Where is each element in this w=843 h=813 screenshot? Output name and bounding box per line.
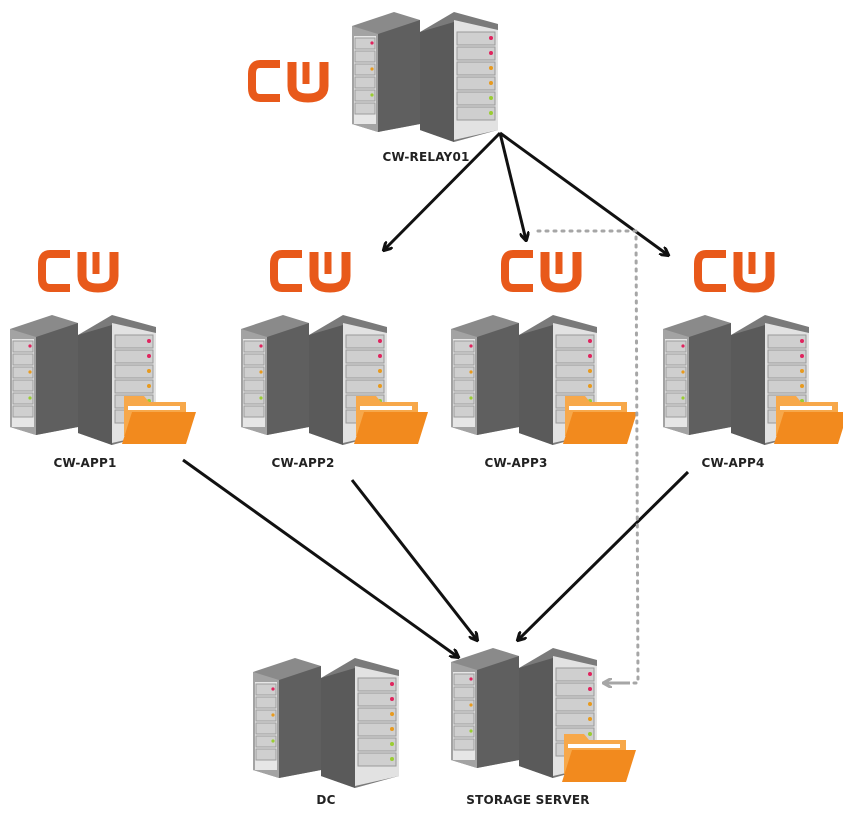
arrow-relay-to-app3: [498, 132, 526, 240]
app4-folder-icon: [774, 396, 843, 444]
arrow-app2-to-storage: [350, 479, 477, 640]
cw-logo-icon: [42, 252, 114, 288]
app3-folder-icon: [563, 396, 637, 444]
app1-folder-icon: [122, 396, 196, 444]
cw-logo-icon: [505, 252, 577, 288]
relay-label: CW-RELAY01: [382, 150, 470, 164]
cw-logo-icon: [274, 252, 346, 288]
dc-label: DC: [316, 793, 336, 807]
app2-label: CW-APP2: [271, 456, 335, 470]
cw-logo-icon: [698, 252, 770, 288]
arrow-relay-to-app4: [499, 131, 668, 255]
cw-logo-icon: [252, 62, 324, 98]
arrow-app4-to-storage: [518, 470, 690, 640]
dotted-replication-path: [536, 229, 640, 685]
app2-folder-icon: [354, 396, 428, 444]
app3-label: CW-APP3: [484, 456, 548, 470]
dc-server-icon: [252, 657, 400, 789]
relay-server-icon: [351, 11, 499, 143]
storage-folder-icon: [562, 734, 636, 782]
app4-label: CW-APP4: [701, 456, 765, 470]
arrow-relay-to-app2: [384, 131, 502, 250]
app1-label: CW-APP1: [53, 456, 117, 470]
storage-label: STORAGE SERVER: [466, 793, 590, 807]
arrow-app1-to-storage: [182, 458, 458, 657]
